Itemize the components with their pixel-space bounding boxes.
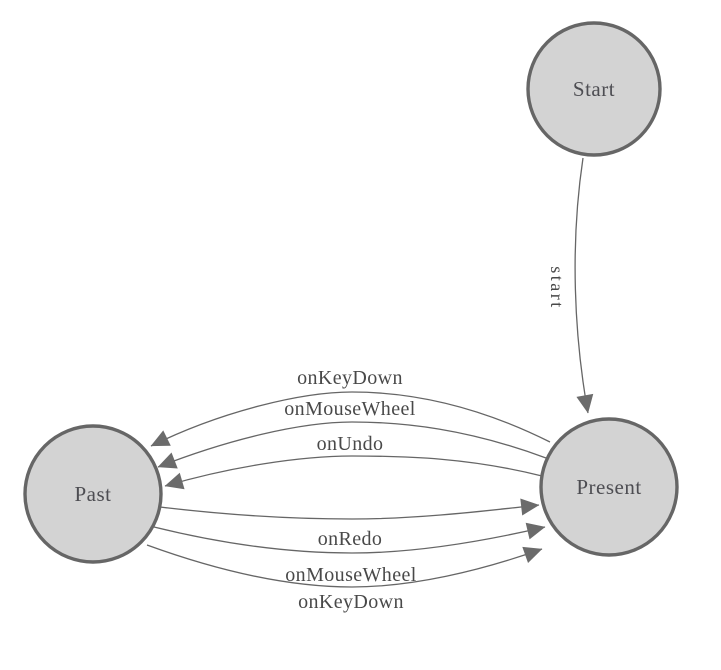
node-past: Past: [23, 424, 163, 564]
edge-label-onmousewheel-bottom: onMouseWheel: [285, 564, 416, 586]
edge-label-onmousewheel-top: onMouseWheel: [284, 398, 415, 420]
edge-label-onkeydown-top: onKeyDown: [297, 367, 403, 389]
edge-label-start: start: [547, 266, 567, 310]
edge-present-to-past-onundo: [164, 455, 543, 490]
node-start-border: [526, 21, 662, 157]
edge-label-onkeydown-bottom: onKeyDown: [298, 591, 404, 613]
node-present-label: Present: [576, 475, 641, 499]
node-past-border: [23, 424, 163, 564]
edge-label-onundo: onUndo: [317, 433, 384, 455]
node-present: Present: [539, 417, 679, 557]
node-start: Start: [526, 21, 662, 157]
edge-present-to-past-onkeydown: [150, 391, 551, 447]
edge-past-to-present-onredo: [159, 498, 540, 520]
node-past-label: Past: [74, 482, 111, 506]
node-start-label: Start: [573, 77, 615, 101]
edge-past-to-present-onkeydown: [146, 544, 543, 588]
node-start-circle: [528, 23, 660, 155]
edge-label-onredo: onRedo: [318, 528, 383, 550]
node-present-circle: [541, 419, 677, 555]
edge-start-to-present: [574, 157, 594, 414]
edge-present-to-past-onmousewheel: [157, 421, 547, 469]
node-past-circle: [25, 426, 161, 562]
edge-past-to-present-onmousewheel: [153, 522, 546, 554]
node-present-border: [539, 417, 679, 557]
